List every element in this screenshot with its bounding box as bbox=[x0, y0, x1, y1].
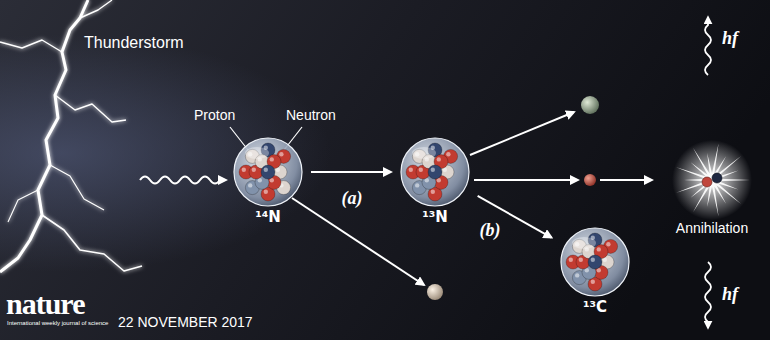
part-label: Neutron bbox=[286, 107, 336, 123]
gamma-ray bbox=[140, 177, 226, 184]
nucleus-shape bbox=[232, 136, 304, 208]
nucleus-shape bbox=[399, 136, 471, 208]
nucleon bbox=[588, 255, 602, 269]
flash-glow bbox=[672, 140, 752, 220]
flash-rays bbox=[676, 143, 750, 216]
sphere-gloss bbox=[412, 147, 436, 159]
thunderstorm-label: Thunderstorm bbox=[84, 34, 184, 52]
nucleon-highlight bbox=[569, 258, 573, 262]
nucleon-highlight bbox=[431, 190, 435, 194]
nucleon-highlight bbox=[242, 168, 246, 172]
neutrino-particle bbox=[581, 96, 599, 114]
nucleus-sphere bbox=[561, 228, 629, 296]
reaction-arrow bbox=[311, 171, 391, 173]
nucleon-highlight bbox=[264, 190, 268, 194]
lightning-bolt bbox=[0, 0, 88, 272]
nucleon-highlight bbox=[579, 258, 583, 262]
nucleon-highlight bbox=[409, 168, 413, 172]
nucleon-highlight bbox=[591, 280, 595, 284]
nucleon-highlight bbox=[248, 183, 252, 187]
nucleon-highlight bbox=[252, 168, 256, 172]
nucleons bbox=[406, 143, 458, 201]
nucleon bbox=[261, 165, 275, 179]
nucleon-highlight bbox=[597, 247, 601, 251]
nucleus: ¹³N bbox=[395, 136, 475, 226]
nucleon-highlight bbox=[270, 157, 274, 161]
lightning-branch bbox=[55, 95, 126, 122]
journal-logo: nature bbox=[6, 287, 84, 321]
nucleus: ¹⁴N bbox=[228, 136, 308, 226]
emission-arrow bbox=[474, 179, 578, 181]
lightning-branch bbox=[42, 215, 142, 271]
journal-tagline: International weekly journal of science bbox=[7, 320, 108, 326]
nucleus-sphere bbox=[234, 138, 302, 206]
lightning-branch bbox=[0, 40, 62, 52]
nucleon-highlight bbox=[446, 152, 450, 156]
nucleon-highlight bbox=[264, 168, 268, 172]
neutron-particle bbox=[427, 284, 443, 300]
sphere-gloss bbox=[572, 237, 596, 249]
photon-energy-label: hf bbox=[722, 284, 738, 305]
step-label: (b) bbox=[480, 220, 501, 241]
annihilation-burst-shape bbox=[657, 140, 767, 220]
nucleon-highlight bbox=[606, 242, 610, 246]
lightning-branch bbox=[50, 165, 104, 210]
part-label: Proton bbox=[194, 107, 235, 123]
positron bbox=[702, 177, 712, 187]
positron-particle bbox=[584, 174, 596, 186]
nucleon-highlight bbox=[437, 157, 441, 161]
emission-arrow bbox=[470, 112, 574, 155]
node-label: Annihilation bbox=[653, 220, 770, 236]
nucleons bbox=[566, 233, 618, 291]
node-label: ¹⁴N bbox=[228, 208, 308, 226]
emission-arrow bbox=[292, 198, 424, 285]
nucleus: ¹³C bbox=[555, 226, 635, 316]
photon-energy-label: hf bbox=[722, 28, 738, 49]
nucleon-highlight bbox=[575, 273, 579, 277]
step-label: (a) bbox=[342, 188, 363, 209]
nucleon-highlight bbox=[279, 152, 283, 156]
nucleon-highlight bbox=[419, 168, 423, 172]
lightning-branch bbox=[8, 190, 38, 222]
nucleons bbox=[239, 143, 291, 201]
nucleus-sphere bbox=[401, 138, 469, 206]
nucleon-highlight bbox=[415, 183, 419, 187]
node-label: ¹³C bbox=[555, 298, 635, 316]
electron bbox=[712, 173, 722, 183]
positron-arrow bbox=[600, 179, 652, 181]
nucleon-highlight bbox=[591, 258, 595, 262]
lightning-branch bbox=[80, 0, 112, 18]
annihilation-burst: Annihilation bbox=[653, 140, 770, 236]
nucleon bbox=[428, 165, 442, 179]
node-label: ¹³N bbox=[395, 208, 475, 226]
nucleus-shape bbox=[559, 226, 631, 298]
sphere-gloss bbox=[245, 147, 269, 159]
photon-wave bbox=[705, 17, 711, 75]
photon-wave bbox=[705, 262, 711, 328]
nucleon-highlight bbox=[431, 168, 435, 172]
date-label: 22 NOVEMBER 2017 bbox=[118, 314, 253, 330]
